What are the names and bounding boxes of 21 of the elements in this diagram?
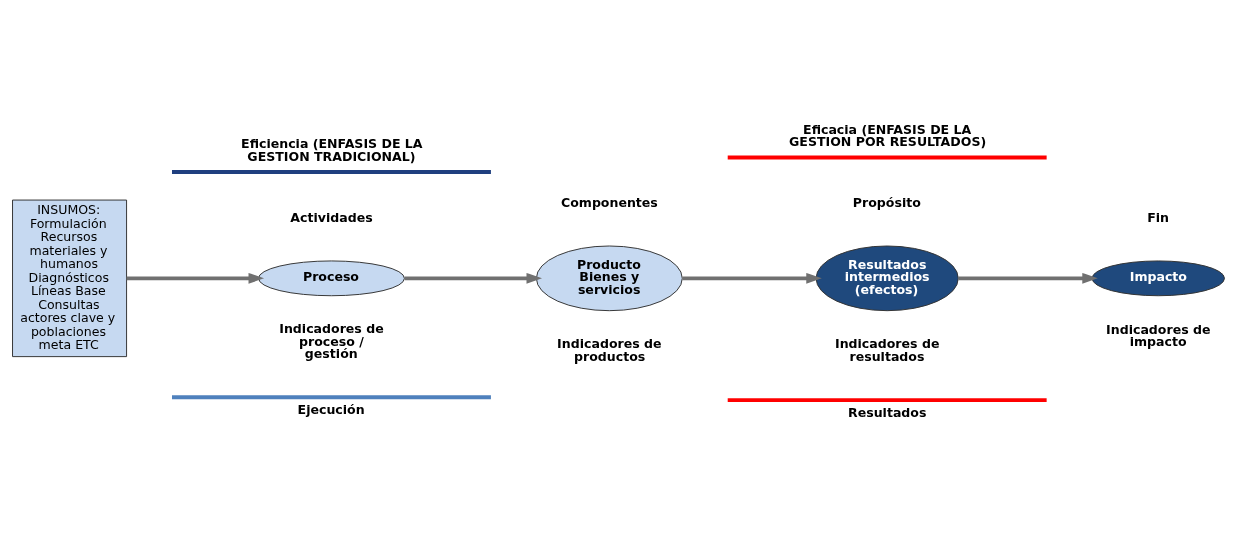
label: Ejecución	[297, 402, 365, 418]
node-ellipse: Resultados intermedios (efectos)	[815, 245, 959, 312]
node-ellipse: Impacto	[1091, 260, 1225, 297]
label: Resultados	[848, 404, 927, 420]
node-ellipse: Producto Bienes y servicios	[535, 245, 683, 312]
node-label: Indicadores de impacto	[1106, 321, 1211, 350]
node-label: Actividades	[290, 209, 373, 225]
arrow	[958, 272, 1098, 284]
node-label: Indicadores de productos	[557, 336, 662, 364]
arrow	[126, 272, 265, 284]
arrow	[682, 272, 822, 284]
node-ellipse: Proceso	[258, 260, 405, 297]
node-box: INSUMOS: Formulación Recursos materiales y humanos Diagnósticos Líneas Base Consultas actores clave y poblaciones meta ETC	[12, 199, 128, 358]
label: Eficacia (ENFASIS DE LA GESTION POR RESULTADOS)	[789, 121, 987, 150]
node-label: Indicadores de resultados	[834, 336, 940, 364]
arrow	[404, 272, 542, 284]
node-label: Componentes	[561, 195, 658, 211]
label: Eficiencia (ENFASIS DE LA GESTION TRADICIONAL)	[241, 136, 423, 164]
node-label: Indicadores de proceso / gestión	[279, 321, 384, 362]
node-label: Propósito	[852, 195, 921, 211]
node-label: Fin	[1147, 209, 1169, 225]
